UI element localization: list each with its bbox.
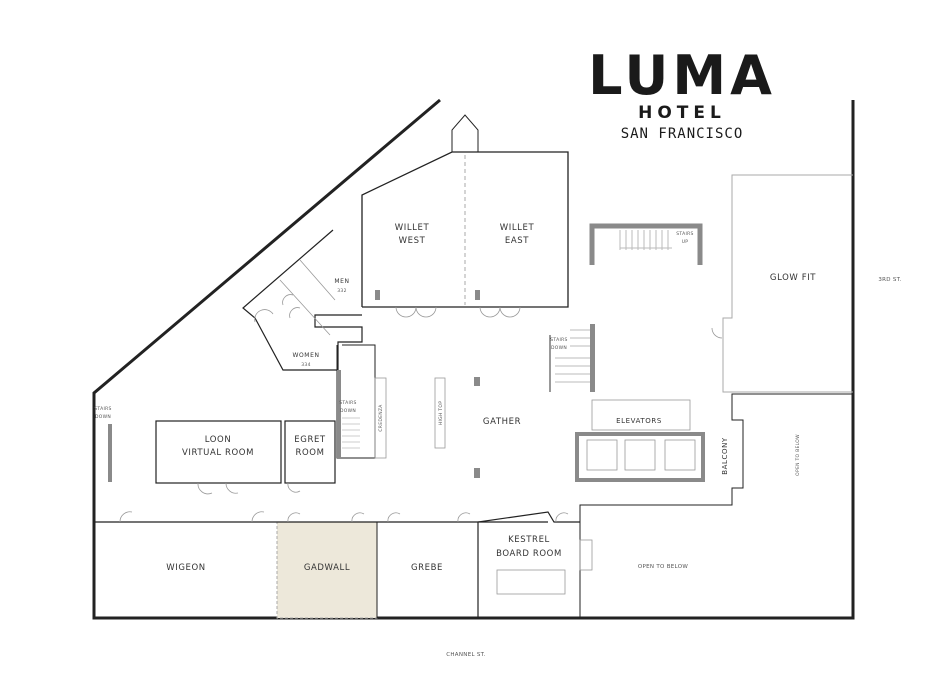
glow-fit-label: GLOW FIT <box>770 273 816 283</box>
elevators-label: ELEVATORS <box>616 417 662 425</box>
balcony-label: BALCONY <box>721 437 729 475</box>
willet-west-label-1: WILLET <box>395 223 430 233</box>
stairs-down-center-label-2: DOWN <box>340 408 356 414</box>
stairs-down-center-label-1: STAIRS <box>339 400 356 406</box>
elevators <box>575 399 705 482</box>
outer-walls <box>92 98 855 620</box>
logo-brand: LUMA <box>588 44 776 107</box>
high-top-label: HIGH TOP <box>438 401 444 425</box>
restrooms <box>242 229 363 371</box>
stairs-down-center <box>336 344 387 459</box>
women-label: WOMEN <box>292 352 319 359</box>
wigeon-label: WIGEON <box>166 563 206 573</box>
open-below-south-label: OPEN TO BELOW <box>638 564 688 570</box>
street-south-label: CHANNEL ST. <box>446 652 486 658</box>
willet-ballroom <box>361 114 569 318</box>
men-number: 332 <box>337 288 347 294</box>
kestrel-label-2: BOARD ROOM <box>496 549 562 559</box>
willet-east-label-1: WILLET <box>500 223 535 233</box>
stairs-down-left-label-2: DOWN <box>95 414 111 420</box>
street-east-label: 3RD ST. <box>878 277 901 283</box>
egret-label-1: EGRET <box>294 435 326 445</box>
gather-area <box>434 377 480 478</box>
luma-logo: LUMA HOTEL SAN FRANCISCO <box>588 44 776 142</box>
east-rooms <box>579 174 853 618</box>
stairs-down-left <box>108 424 112 482</box>
stairs-up <box>589 223 703 265</box>
stairs-down-gather <box>549 324 595 392</box>
willet-east-label-2: EAST <box>505 236 529 246</box>
stairs-up-label-1: STAIRS <box>676 231 693 237</box>
willet-west-label-2: WEST <box>399 236 426 246</box>
stairs-down-gather-label-1: STAIRS <box>550 337 567 343</box>
gather-label: GATHER <box>483 417 521 427</box>
credenza-label: CREDENZA <box>378 404 384 432</box>
loon-label-2: VIRTUAL ROOM <box>182 448 254 458</box>
logo-city: SAN FRANCISCO <box>621 126 744 142</box>
stairs-down-gather-label-2: DOWN <box>551 345 567 351</box>
logo-sub: HOTEL <box>638 103 726 123</box>
south-rooms <box>94 511 593 619</box>
room-labels: WILLET WEST WILLET EAST MEN 332 WOMEN 33… <box>94 223 901 658</box>
loon-label-1: LOON <box>205 435 232 445</box>
gadwall-label: GADWALL <box>304 563 350 573</box>
men-label: MEN <box>334 278 349 285</box>
stairs-down-left-label-1: STAIRS <box>94 406 111 412</box>
women-number: 334 <box>301 362 311 368</box>
loon-egret <box>155 420 336 495</box>
stairs-up-label-2: UP <box>682 239 689 245</box>
grebe-label: GREBE <box>411 563 443 573</box>
egret-label-2: ROOM <box>295 448 324 458</box>
open-below-east-label: OPEN TO BELOW <box>795 434 801 476</box>
kestrel-label-1: KESTREL <box>508 535 550 545</box>
